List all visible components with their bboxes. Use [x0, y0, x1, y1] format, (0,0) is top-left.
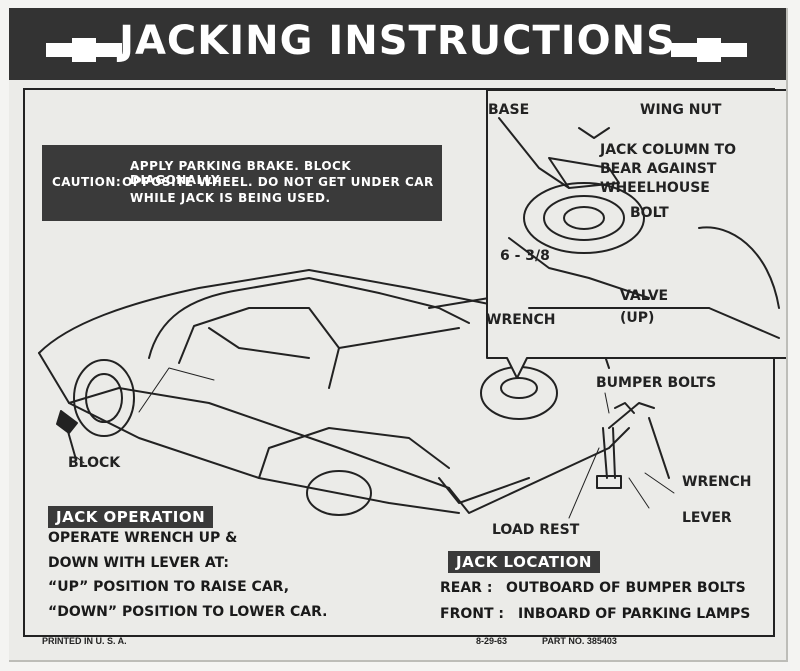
label-bolt: BOLT: [630, 205, 669, 221]
bowtie-emblem-icon: [46, 38, 122, 62]
page-title: JACKING INSTRUCTIONS: [119, 18, 676, 64]
label-wrench: WRENCH: [682, 474, 752, 490]
caution-line-3: WHILE JACK IS BEING USED.: [130, 191, 331, 205]
label-wing-nut: WING NUT: [640, 102, 722, 118]
label-jack-column-1: JACK COLUMN TO: [600, 142, 736, 158]
bowtie-emblem-icon: [671, 38, 747, 62]
jack-location-heading: JACK LOCATION: [448, 551, 600, 573]
label-valve-up: (UP): [620, 310, 655, 326]
car-jacking-illustration: [38, 89, 786, 519]
jack-operation-line-2: DOWN WITH LEVER AT:: [48, 555, 230, 571]
label-block: BLOCK: [68, 455, 121, 471]
caution-line-2: OPPOSITE WHEEL. DO NOT GET UNDER CAR: [122, 175, 434, 189]
title-band: JACKING INSTRUCTIONS: [9, 8, 786, 80]
jack-location-front-label: FRONT :: [440, 606, 504, 622]
label-jack-column-2: BEAR AGAINST: [600, 161, 717, 177]
footer-printed: PRINTED IN U. S. A.: [42, 636, 127, 646]
label-base: BASE: [488, 102, 530, 118]
label-load-rest: LOAD REST: [492, 522, 580, 538]
label-lever: LEVER: [682, 510, 732, 526]
footer-date: 8-29-63: [476, 636, 508, 646]
label-detail-wrench: WRENCH: [486, 312, 556, 328]
instruction-frame: [23, 88, 775, 637]
footer-part-number: PART NO. 385403: [542, 636, 617, 646]
jack-location-front-text: INBOARD OF PARKING LAMPS: [518, 606, 751, 622]
label-jack-column-3: WHEELHOUSE: [600, 180, 710, 196]
caution-line-1: APPLY PARKING BRAKE. BLOCK DIAGONALLY: [130, 159, 352, 187]
label-bumper-bolts: BUMPER BOLTS: [596, 375, 717, 391]
jack-location-rear-label: REAR :: [440, 580, 493, 596]
caution-label: CAUTION:: [52, 175, 122, 189]
jack-operation-line-1: OPERATE WRENCH UP &: [48, 530, 238, 546]
jack-location-rear-text: OUTBOARD OF BUMPER BOLTS: [506, 580, 746, 596]
label-valve: VALVE: [620, 288, 669, 304]
jack-operation-line-4: “DOWN” POSITION TO LOWER CAR.: [48, 604, 328, 620]
caution-box: CAUTION: APPLY PARKING BRAKE. BLOCK DIAG…: [42, 145, 442, 221]
jack-operation-line-3: “UP” POSITION TO RAISE CAR,: [48, 579, 290, 595]
jack-operation-heading: JACK OPERATION: [48, 506, 214, 528]
label-dimension: 6 - 3/8: [500, 248, 550, 264]
